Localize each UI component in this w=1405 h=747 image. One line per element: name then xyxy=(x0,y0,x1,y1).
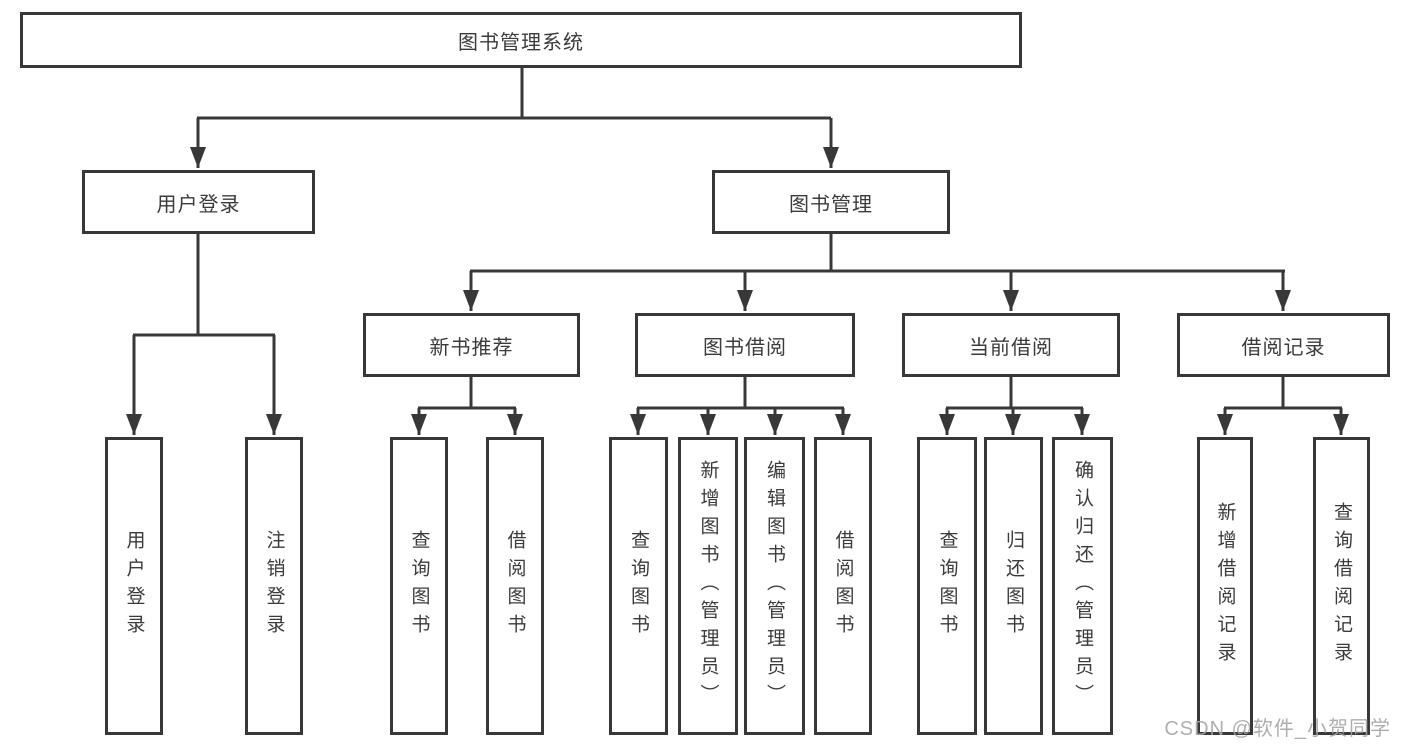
leaf-borrow-books-borrowing: 借阅图书 xyxy=(814,437,872,735)
leaf-add-borrow-record: 新增借阅记录 xyxy=(1197,437,1253,735)
leaf-query-books-recommend-label: 查询图书 xyxy=(408,530,430,642)
node-book-management: 图书管理 xyxy=(712,170,950,234)
leaf-query-books-borrowing-label: 查询图书 xyxy=(628,530,649,642)
node-book-borrowing: 图书借阅 xyxy=(635,313,855,377)
leaf-query-books-current: 查询图书 xyxy=(917,437,977,735)
leaf-return-book: 归还图书 xyxy=(984,437,1043,735)
leaf-borrow-books-borrowing-label: 借阅图书 xyxy=(832,530,854,642)
leaf-return-book-label: 归还图书 xyxy=(1003,530,1024,642)
node-new-book-recommend-label: 新书推荐 xyxy=(429,336,514,359)
node-root-label: 图书管理系统 xyxy=(458,31,584,54)
leaf-confirm-return-admin-label: 确认归还（管理员） xyxy=(1072,460,1093,712)
leaf-query-borrow-record: 查询借阅记录 xyxy=(1313,437,1370,735)
node-borrow-records-label: 借阅记录 xyxy=(1241,336,1326,359)
node-current-borrowing-label: 当前借阅 xyxy=(969,336,1053,359)
leaf-add-book-admin-label: 新增图书（管理员） xyxy=(697,460,719,712)
leaf-borrow-books-recommend: 借阅图书 xyxy=(486,437,544,735)
leaf-query-borrow-record-label: 查询借阅记录 xyxy=(1331,502,1352,670)
node-book-borrowing-label: 图书借阅 xyxy=(703,336,787,359)
leaf-logout: 注销登录 xyxy=(245,437,303,735)
leaf-query-books-current-label: 查询图书 xyxy=(936,530,958,642)
leaf-edit-book-admin-label: 编辑图书（管理员） xyxy=(764,460,785,712)
leaf-add-book-admin: 新增图书（管理员） xyxy=(678,437,738,735)
node-borrow-records: 借阅记录 xyxy=(1177,313,1390,377)
leaf-confirm-return-admin: 确认归还（管理员） xyxy=(1052,437,1113,735)
node-root: 图书管理系统 xyxy=(20,12,1022,68)
csdn-watermark: CSDN @软件_小贺同学 xyxy=(1164,718,1391,740)
node-current-borrowing: 当前借阅 xyxy=(902,313,1120,377)
node-user-login: 用户登录 xyxy=(82,170,315,234)
node-new-book-recommend: 新书推荐 xyxy=(363,313,580,377)
leaf-user-login: 用户登录 xyxy=(105,437,163,735)
leaf-borrow-books-recommend-label: 借阅图书 xyxy=(504,530,526,642)
leaf-logout-label: 注销登录 xyxy=(263,530,285,642)
node-user-login-label: 用户登录 xyxy=(156,193,241,216)
leaf-query-books-borrowing: 查询图书 xyxy=(609,437,668,735)
leaf-add-borrow-record-label: 新增借阅记录 xyxy=(1214,502,1236,670)
leaf-edit-book-admin: 编辑图书（管理员） xyxy=(744,437,805,735)
leaf-user-login-label: 用户登录 xyxy=(123,530,145,642)
leaf-query-books-recommend: 查询图书 xyxy=(390,437,448,735)
node-book-management-label: 图书管理 xyxy=(789,193,873,216)
